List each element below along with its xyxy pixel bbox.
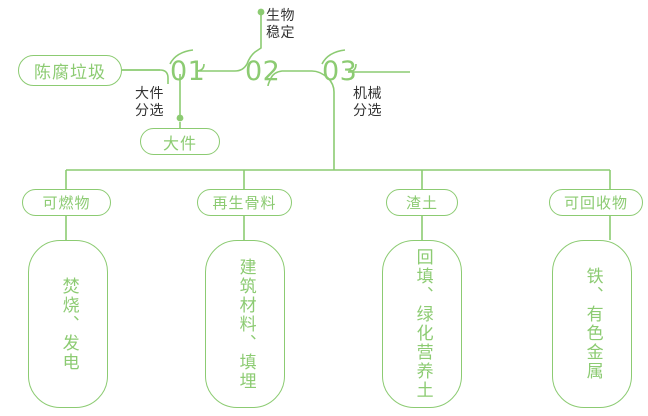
stage-number-02[interactable]: 02 <box>245 56 281 87</box>
note-mechanical-sorting: 机械 分选 <box>353 86 382 119</box>
node-bulky-output[interactable]: 大件 <box>140 128 220 155</box>
node-root[interactable]: 陈腐垃圾 <box>18 55 122 86</box>
node-root-label: 陈腐垃圾 <box>34 63 106 83</box>
category-pill-label: 渣土 <box>405 194 438 212</box>
detail-box-text: 铁、有色金属 <box>582 267 603 381</box>
detail-box-recycled-aggregate[interactable]: 建筑材料、填埋 <box>205 240 285 408</box>
node-dot-bulky <box>176 114 184 122</box>
note-biological-stabilization: 生物 稳定 <box>266 8 295 41</box>
node-bulky-output-label: 大件 <box>162 133 197 153</box>
detail-box-residual-soil[interactable]: 回填、绿化营养土 <box>382 240 462 408</box>
category-pill-label: 再生骨料 <box>212 194 277 212</box>
detail-box-text: 回填、绿化营养土 <box>412 248 433 400</box>
wire-root-to-stage01 <box>122 69 169 84</box>
category-pill-residual-soil[interactable]: 渣土 <box>386 189 458 216</box>
detail-box-text: 建筑材料、填埋 <box>235 257 256 391</box>
stage-number-03[interactable]: 03 <box>322 56 358 87</box>
stage-number-01[interactable]: 01 <box>170 56 206 87</box>
category-pill-label: 可燃物 <box>42 194 91 212</box>
category-pill-recycled-aggregate[interactable]: 再生骨料 <box>197 189 292 216</box>
detail-box-recyclables[interactable]: 铁、有色金属 <box>552 240 632 408</box>
note-bulky-sorting: 大件 分选 <box>135 86 164 119</box>
detail-box-text: 焚烧、发电 <box>58 276 79 372</box>
category-pill-recyclables[interactable]: 可回收物 <box>549 189 643 216</box>
category-pill-combustible[interactable]: 可燃物 <box>22 189 111 216</box>
detail-box-combustible[interactable]: 焚烧、发电 <box>28 240 108 408</box>
node-dot-bio <box>257 8 265 16</box>
category-pill-label: 可回收物 <box>563 194 628 212</box>
